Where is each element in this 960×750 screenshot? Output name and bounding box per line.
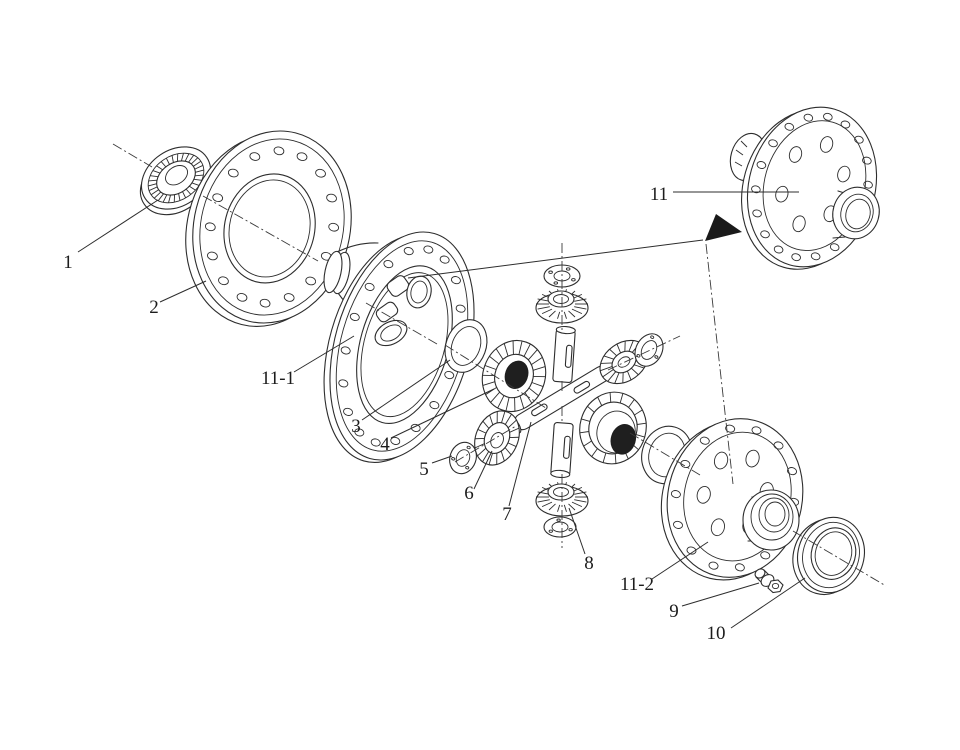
leader-lines — [77, 191, 806, 629]
top-pinion-gear-drawing — [535, 289, 589, 324]
centerlines — [112, 143, 887, 587]
small-washer-left-drawing — [449, 441, 477, 475]
callout-label-2: 2 — [149, 297, 159, 318]
case-half-right-drawing — [660, 418, 804, 581]
callout-label-7: 7 — [502, 504, 512, 525]
assembly-face-holes — [775, 136, 851, 233]
case-right-bolt-holes — [670, 424, 800, 572]
ring-gear-drawing — [185, 130, 352, 327]
pinion-gear-left-drawing — [474, 410, 520, 466]
case-left-bolt-holes — [338, 245, 466, 447]
bottom-washer-drawing — [543, 516, 577, 538]
bearing-front-drawing — [139, 146, 211, 216]
callout-label-11-1: 11-1 — [261, 368, 295, 389]
side-gear-right-drawing — [579, 391, 647, 465]
callout-label-8: 8 — [584, 553, 594, 574]
callout-label-11: 11 — [650, 184, 668, 205]
bottom-pinion-gear-drawing — [535, 482, 589, 517]
side-gear-left-drawing — [481, 339, 547, 413]
case-half-left-drawing — [323, 231, 475, 463]
thrust-washer-drawing — [444, 319, 488, 373]
side-gear-teeth — [482, 340, 546, 412]
washer-holes — [451, 445, 471, 470]
small-washer-right-drawing — [634, 333, 664, 367]
pinion-teeth — [474, 411, 520, 465]
washer-holes — [548, 267, 576, 285]
bearing-rollers — [148, 153, 204, 203]
washer-holes — [636, 335, 659, 359]
callout-label-5: 5 — [419, 459, 429, 480]
bearing-rear-drawing — [792, 516, 865, 595]
callout-label-6: 6 — [464, 483, 474, 504]
cross-arm-lower — [550, 422, 574, 479]
callout-label-4: 4 — [380, 434, 390, 455]
side-gear-teeth — [579, 392, 647, 464]
washer-holes — [548, 518, 573, 533]
assembly-drawing — [729, 106, 880, 270]
callout-label-9: 9 — [669, 601, 679, 622]
callout-label-11-2: 11-2 — [620, 574, 654, 595]
callout-labels: 1 2 11-1 3 4 5 6 7 8 11-2 9 10 11 — [63, 184, 725, 644]
assembly-arrow-icon — [705, 214, 742, 241]
callout-label-1: 1 — [63, 252, 73, 273]
callout-label-10: 10 — [707, 623, 726, 644]
callout-label-3: 3 — [351, 416, 361, 437]
cross-arm-upper — [552, 325, 576, 383]
bolt-drawing — [754, 568, 784, 594]
